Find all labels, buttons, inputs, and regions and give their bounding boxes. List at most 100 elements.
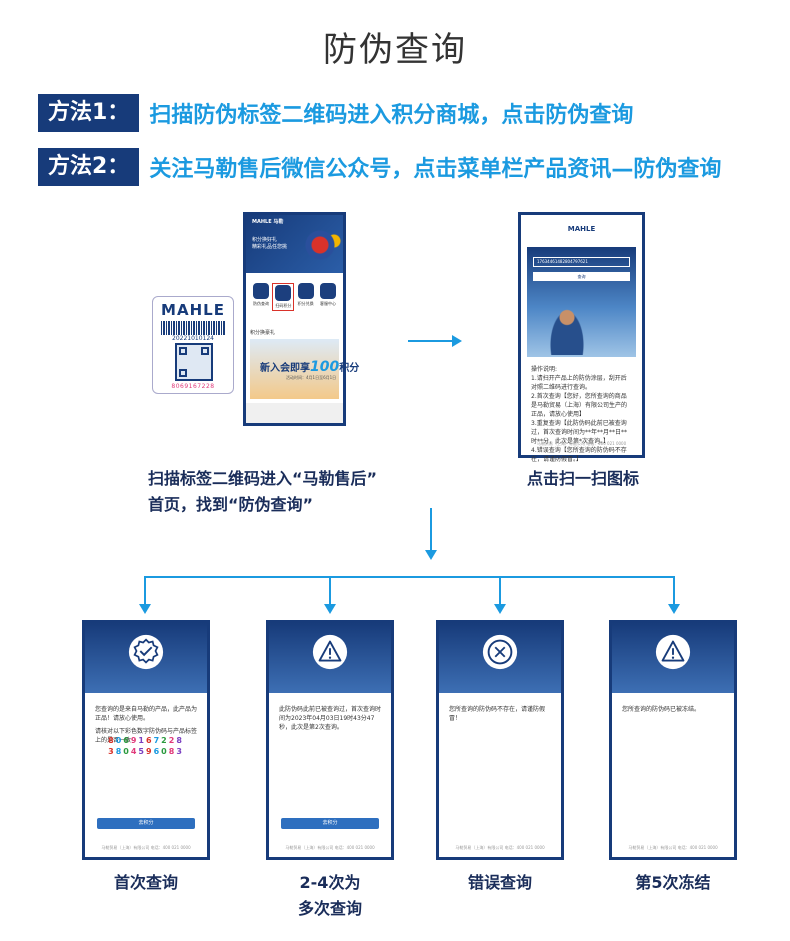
icon-label: 防伪查询: [253, 301, 269, 306]
digit: 2: [168, 736, 177, 745]
digit: 8: [168, 747, 177, 756]
result-3-caption: 错误查询: [467, 873, 532, 892]
page-title: 防伪查询: [323, 30, 467, 70]
branch-line: [144, 576, 675, 578]
warning-triangle-icon: [312, 634, 348, 670]
result-wrong-query: 您所查询的防伪码不存在，请谨防假冒！ 马勒贸易（上海）有限公司 电话：400 0…: [436, 620, 564, 860]
result-message: 您所查询的防伪码已被冻结。: [622, 706, 701, 713]
step-1-caption: 扫描标签二维码进入“马勒售后” 首页，找到“防伪查询”: [148, 469, 378, 514]
instructions: 操作说明: 1.请扫开产品上的防伪涂层，刮开后对照二维码进行查询。 2.首次查询…: [531, 366, 628, 463]
warning-triangle-icon: [655, 634, 691, 670]
home-banner: MAHLE 马勒 积分换好礼 精彩礼品任您挑: [246, 215, 344, 273]
digit: 8: [176, 736, 184, 745]
error-circle-icon: [482, 634, 518, 670]
digit: 3: [176, 747, 184, 756]
down-arrow-icon: [139, 604, 151, 614]
footer: 马勒贸易（上海）有限公司 电话：400 021 0000: [628, 845, 718, 850]
icon-label: 扫码积分: [275, 303, 292, 308]
method-2: 方法2： 关注马勒售后微信公众号，点击菜单栏产品资讯—防伪查询: [38, 148, 721, 186]
phone-mahle-homepage: MAHLE 马勒 积分换好礼 精彩礼品任您挑 防伪查询 扫码积分 积分兑换 客服…: [243, 212, 359, 426]
digit: 4: [130, 747, 139, 756]
method-2-text: 关注马勒售后微信公众号，点击菜单栏产品资讯—防伪查询: [149, 157, 722, 182]
result-first-query: 您查询的是来自马勒的产品，此产品为正品！请放心使用。 请核对以下彩色数字防伪码与…: [82, 620, 210, 860]
query-panel: 17634461482804797621 查询: [527, 247, 636, 357]
digit: 0: [161, 747, 169, 756]
icon-label: 客服中心: [319, 301, 336, 306]
result-message-2: 请核对以下彩色数字防伪码与产品标签上的是否一致: [95, 728, 198, 744]
digit: 8: [115, 747, 124, 756]
points-redeem-entry[interactable]: 积分兑换: [295, 283, 317, 311]
down-arrow-icon: [668, 604, 680, 614]
digit: 0: [115, 736, 124, 745]
digit: 9: [130, 736, 139, 745]
down-arrow-icon: [494, 604, 506, 614]
digit: 8: [108, 736, 116, 745]
page-background: [246, 403, 343, 423]
digit: 6: [123, 736, 131, 745]
anti-counterfeit-query-entry[interactable]: 防伪查询: [250, 283, 272, 311]
gifts-illustration-icon: [304, 225, 344, 265]
digit: 6: [153, 747, 162, 756]
digit: 3: [108, 747, 116, 756]
result-1-caption: 首次查询: [113, 873, 178, 892]
digit: 2: [161, 736, 169, 745]
banner-prefix: 新入会即享: [260, 363, 310, 374]
digit: 9: [146, 747, 154, 756]
banner-number: 100: [310, 359, 340, 375]
digit: 7: [153, 736, 162, 745]
check-badge-icon: [128, 634, 164, 670]
result-message: 您所查询的防伪码不存在，请谨防假冒！: [449, 706, 546, 722]
method-1-tag: 方法1：: [38, 94, 140, 132]
app-logo: MAHLE 马勒: [252, 219, 284, 225]
footer: 马勒贸易（上海）有限公司 电话：400 021 0000: [285, 845, 375, 850]
promo-banner[interactable]: 新入会即享100积分 活动时间：4月1日至6月1日: [250, 339, 359, 399]
digit: 6: [146, 736, 154, 745]
result-message: 此防伪码此前已被查询过，首次查询时间为2023年04月03日19时43分47秒，…: [279, 706, 382, 731]
phone-scan-query: MAHLE 17634461482804797621 查询 操作说明: 1.请扫…: [518, 212, 645, 463]
mechanic-photo: [547, 305, 587, 355]
go-points-button[interactable]: 去积分: [97, 818, 195, 829]
method-2-tag: 方法2：: [38, 148, 140, 186]
scan-icon: [275, 285, 292, 301]
down-arrow-line: [430, 508, 432, 552]
anti-counterfeit-label-image: MAHLE 20221010124 8069167228: [152, 296, 234, 394]
banner-subtitle: 活动时间：4月1日至6月1日: [286, 375, 337, 380]
down-arrow-icon: [324, 604, 336, 614]
code-input[interactable]: 17634461482804797621: [533, 257, 630, 267]
label-brand: MAHLE: [161, 301, 225, 319]
digit: 5: [138, 747, 146, 756]
down-arrow-icon: [425, 550, 437, 560]
gift-icon: [297, 283, 314, 299]
home-icon-row: 防伪查询 扫码积分 积分兑换 客服中心: [250, 283, 339, 311]
customer-service-entry[interactable]: 客服中心: [317, 283, 339, 311]
search-icon: [253, 283, 269, 299]
colored-digits: 8069167228 3804596083: [85, 735, 207, 757]
promo-line-1: 积分换好礼: [252, 237, 278, 243]
scan-points-entry[interactable]: 扫码积分: [272, 283, 295, 311]
result-2-caption: 2-4次为多次查询: [297, 873, 362, 918]
method-1: 方法1： 扫描防伪标签二维码进入积分商城，点击防伪查询: [38, 94, 633, 132]
qr-code-icon: [175, 343, 213, 381]
user-icon: [319, 283, 336, 299]
digits-row-2: 3804596083: [85, 746, 207, 757]
footer: 马勒贸易（上海）有限公司 电话：400 021 0000: [101, 845, 191, 850]
label-number: 20221010124: [172, 335, 214, 342]
digits-row-1: 8069167228: [85, 735, 207, 746]
footer: 马勒贸易（上海）有限公司 电话：400 021 0000: [536, 441, 627, 446]
barcode-icon: [161, 321, 225, 335]
label-code: 8069167228: [171, 383, 215, 390]
method-1-text: 扫描防伪标签二维码进入积分商城，点击防伪查询: [149, 103, 634, 128]
banner-suffix: 积分: [339, 363, 360, 374]
query-button[interactable]: 查询: [533, 272, 630, 281]
go-points-button[interactable]: 去积分: [281, 818, 379, 829]
step-2-caption: 点击扫一扫图标: [526, 469, 639, 488]
icon-label: 积分兑换: [297, 301, 314, 306]
result-frozen: 您所查询的防伪码已被冻结。 马勒贸易（上海）有限公司 电话：400 021 00…: [609, 620, 737, 860]
result-4-caption: 第5次冻结: [635, 873, 711, 892]
right-arrow-icon: [408, 335, 462, 347]
app-logo: MAHLE: [567, 225, 596, 233]
digit: 1: [138, 736, 146, 745]
digit: 0: [123, 747, 131, 756]
footer: 马勒贸易（上海）有限公司 电话：400 021 0000: [455, 845, 545, 850]
result-message: 您查询的是来自马勒的产品，此产品为正品！请放心使用。: [95, 706, 198, 722]
